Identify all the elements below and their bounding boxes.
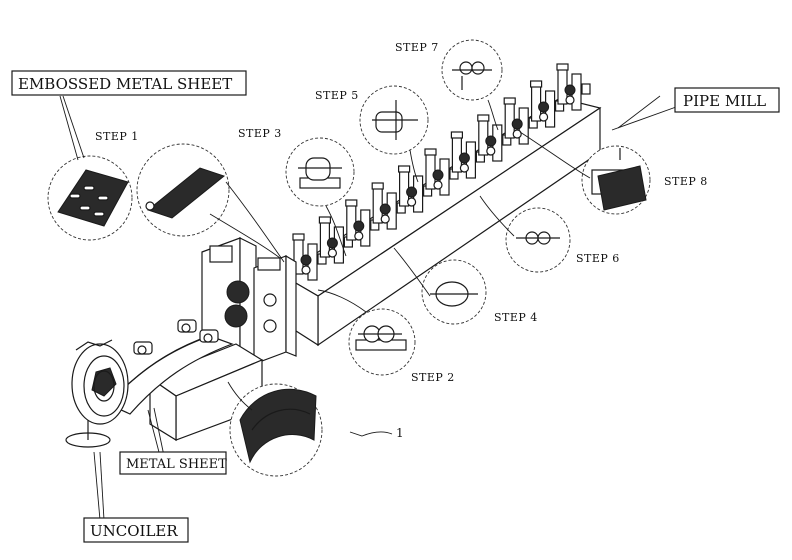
step-8-bubble [582,146,650,214]
step-7-label: STEP 7 [395,41,439,54]
embossed-pipe-bubble [230,384,322,476]
embossed-sheet-bubble [48,156,132,240]
step-4-label: STEP 4 [494,311,538,324]
embossed-metal-sheet-text: EMBOSSED METAL SHEET [18,75,232,93]
label-uncoiler: UNCOILER [84,518,188,542]
step-2-label: STEP 2 [411,371,455,384]
step-6-label: STEP 6 [576,252,620,265]
step-5-label: STEP 5 [315,89,359,102]
reference-numeral-1: 1 [396,426,404,440]
step-3-label: STEP 3 [238,127,282,140]
metal-sheet-text: METAL SHEET [126,457,227,472]
uncoiler [66,340,128,447]
label-embossed-metal-sheet: EMBOSSED METAL SHEET [12,71,246,95]
label-pipe-mill: PIPE MILL [675,88,779,112]
step-4-bubble [422,260,486,324]
pipe-mill-text: PIPE MILL [683,92,766,110]
step-2-bubble [349,309,415,375]
step-8-label: STEP 8 [664,175,708,188]
step-7-bubble [442,40,502,100]
step-1-bubble [137,144,229,236]
label-metal-sheet: METAL SHEET [120,452,227,474]
step-6-bubble [506,208,570,272]
step-5-bubble [360,86,428,154]
uncoiler-text: UNCOILER [90,522,178,540]
roll-stand [557,64,590,110]
step-1-label: STEP 1 [95,130,139,143]
step-3-bubble [286,138,354,206]
